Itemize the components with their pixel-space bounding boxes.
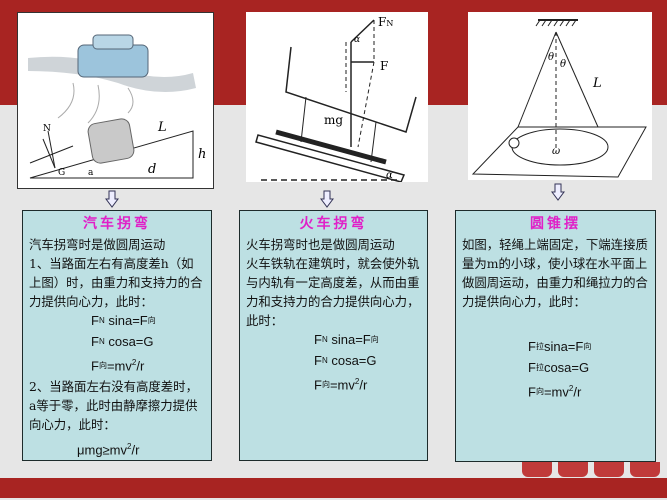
down-arrow-icon (320, 190, 334, 208)
panel-title: 火车拐弯 (299, 216, 368, 232)
equation: FN sina=F向 (91, 313, 156, 328)
cone-label-omega: ω (552, 146, 560, 157)
car-label-h: h (198, 147, 206, 162)
train-label-alpha: α (386, 170, 393, 181)
cone-label-theta-left: θ (548, 52, 554, 63)
train-turn-figure: FN F mg α α (246, 12, 428, 182)
panel-text: 汽车拐弯时是做圆周运动 (29, 237, 166, 252)
down-arrow-icon (551, 183, 565, 201)
cone-pendulum-panel: 圆锥摆 如图，轻绳上端固定，下端连接质量为m的小球，使小球在水平面上做圆周运动，… (455, 210, 656, 462)
footer-band (0, 478, 667, 498)
equation: F向=mv2/r (91, 358, 145, 374)
equation: F向=mv2/r (528, 384, 582, 400)
train-turn-panel: 火车拐弯 火车拐弯时也是做圆周运动 火车铁轨在建筑时，就会使外轨与内轨有一定高度… (239, 210, 428, 461)
equation: FN sina=F向 (314, 332, 379, 347)
train-label-mg: mg (324, 113, 343, 127)
car-turn-panel: 汽车拐弯 汽车拐弯时是做圆周运动 1、当路面左右有高度差h（如上图）时，由重力和… (22, 210, 212, 461)
car-label-a: a (88, 168, 94, 178)
equation: FN cosa=G (91, 334, 154, 349)
equation: F向=mv2/r (314, 377, 368, 393)
panel-text: 火车铁轨在建筑时，就会使外轨与内轨有一定高度差，从而由重力和支持力的合力提供向心… (246, 256, 420, 328)
car-label-n: N (43, 124, 51, 134)
panel-text: 火车拐弯时也是做圆周运动 (246, 237, 395, 252)
cone-pendulum-figure: θ θ L ω (468, 12, 652, 180)
equation: F拉cosa=G (528, 360, 590, 375)
equation: FN cosa=G (314, 353, 377, 368)
panel-title: 圆锥摆 (530, 216, 581, 232)
watermark-decoration (522, 462, 660, 477)
panel-text: 如图，轻绳上端固定，下端连接质量为m的小球，使小球在水平面上做圆周运动，由重力和… (462, 237, 648, 309)
panel-text: 2、当路面左右没有高度差时，a等于零，此时由静摩擦力提供向心力，此时： (29, 379, 198, 433)
car-label-g: G (58, 168, 65, 178)
train-label-fn: FN (378, 15, 393, 29)
cone-label-l: L (592, 76, 602, 91)
train-label-f: F (380, 59, 388, 73)
equation: F拉sina=F向 (528, 339, 592, 354)
panel-text: 1、当路面左右有高度差h（如上图）时，由重力和支持力的合力提供向心力，此时： (29, 256, 203, 309)
panel-title: 汽车拐弯 (83, 216, 151, 232)
car-label-d: d (148, 162, 156, 177)
car-label-l: L (157, 120, 167, 135)
car-turn-figure: N G a L h d (17, 12, 214, 189)
equation: μmg≥mv2/r (77, 442, 140, 458)
train-label-alpha-top: α (354, 35, 360, 45)
cone-label-theta-right: θ (560, 59, 566, 70)
down-arrow-icon (105, 190, 119, 208)
